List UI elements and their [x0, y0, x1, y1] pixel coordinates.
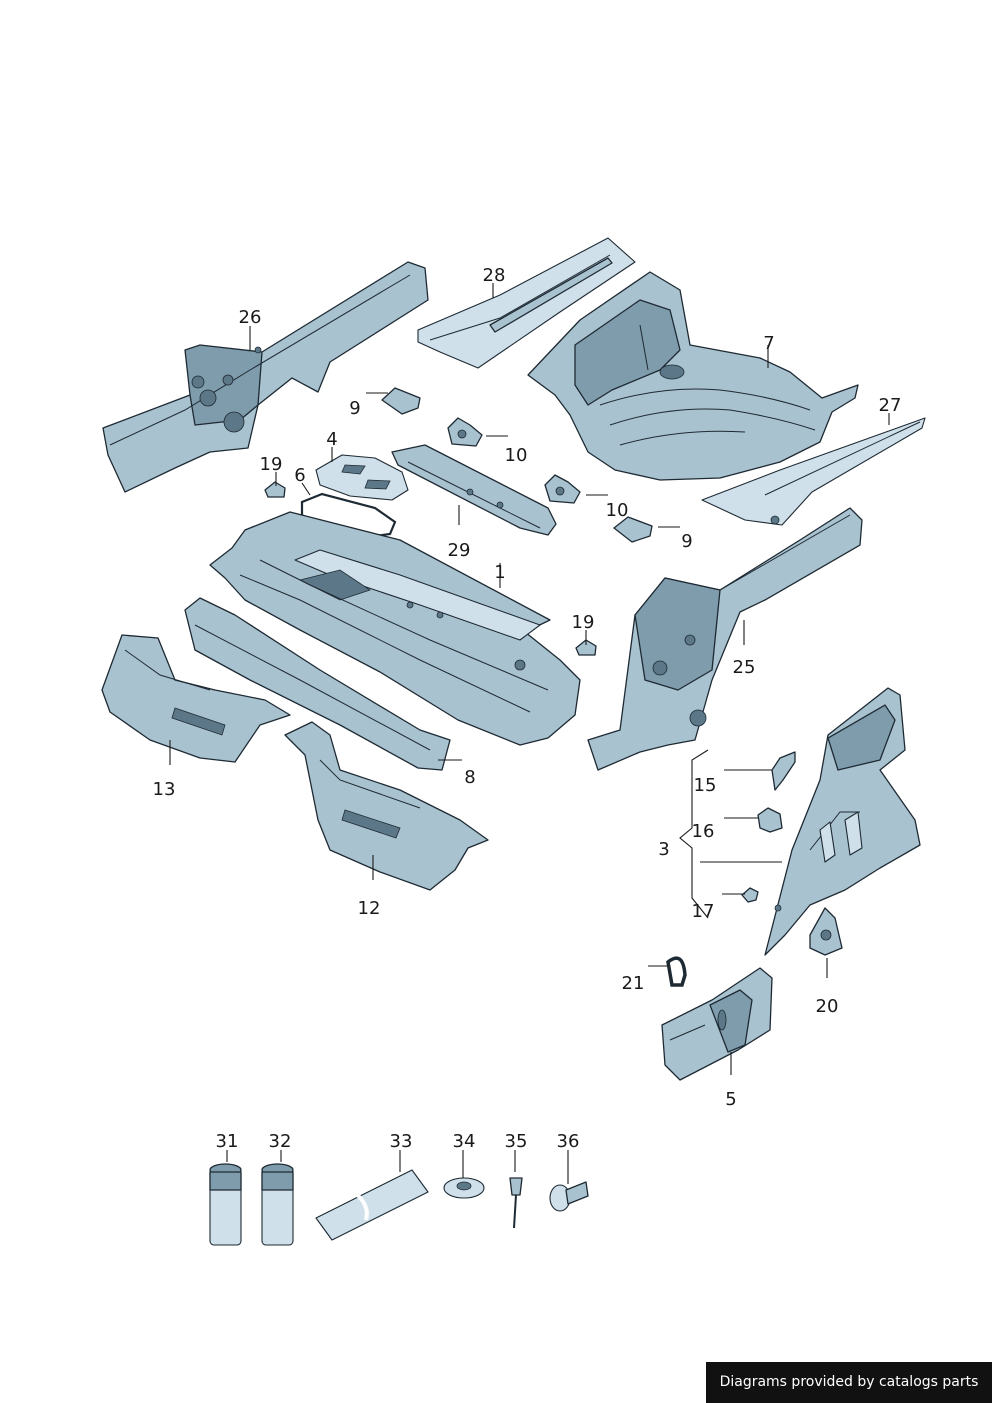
part-19-clip-left[interactable] [264, 481, 286, 498]
callout-19-right: 19 [572, 612, 595, 633]
part-5-rear-panel[interactable] [661, 967, 773, 1081]
callout-21: 21 [622, 973, 645, 994]
leader-lines [169, 283, 890, 1184]
part-31-can[interactable] [209, 1163, 242, 1246]
callout-27: 27 [879, 395, 902, 416]
callout-7: 7 [763, 333, 774, 354]
callout-33: 33 [390, 1131, 413, 1152]
callout-32: 32 [269, 1131, 292, 1152]
callout-6: 6 [294, 465, 305, 486]
callout-13: 13 [153, 779, 176, 800]
callout-31: 31 [216, 1131, 239, 1152]
part-29-cross-member[interactable] [391, 444, 557, 536]
part-9-bracket-lower[interactable] [613, 516, 653, 543]
part-15-bracket[interactable] [771, 751, 796, 791]
callout-25: 25 [733, 657, 756, 678]
callout-16: 16 [692, 821, 715, 842]
callout-4: 4 [326, 429, 337, 450]
callout-3: 3 [658, 839, 669, 860]
part-8-side-member[interactable] [184, 597, 451, 771]
callout-1: 1 [494, 562, 505, 583]
part-17-clip[interactable] [741, 887, 759, 903]
part-21-lashing-eye[interactable] [666, 956, 687, 987]
part-3-quarter-inner[interactable] [764, 687, 921, 956]
callout-26: 26 [239, 307, 262, 328]
callout-36: 36 [557, 1131, 580, 1152]
part-36-bolt[interactable] [549, 1181, 589, 1212]
callout-19-left: 19 [260, 454, 283, 475]
callout-labels: 26 28 7 27 9 10 10 9 4 6 19 29 1 19 25 8… [153, 265, 902, 1152]
part-28-left-rail-panel[interactable] [417, 237, 636, 369]
part-20-mount[interactable] [809, 907, 843, 956]
callout-9-lower: 9 [681, 531, 692, 552]
callout-12: 12 [358, 898, 381, 919]
callout-10-upper: 10 [505, 445, 528, 466]
part-9-bracket-upper[interactable] [381, 387, 421, 415]
part-26-left-rear-member[interactable] [102, 261, 429, 493]
part-12-right-sill[interactable] [284, 721, 489, 891]
callout-5: 5 [725, 1089, 736, 1110]
part-27-right-rail-panel[interactable] [701, 417, 926, 526]
callout-29: 29 [448, 540, 471, 561]
part-16-bracket[interactable] [757, 807, 783, 833]
part-13-left-sill[interactable] [101, 634, 291, 763]
callout-15: 15 [694, 775, 717, 796]
part-10-bracket-lower[interactable] [544, 474, 581, 504]
part-32-can[interactable] [261, 1163, 294, 1246]
part-7-spare-wheel-well[interactable] [527, 271, 859, 481]
callout-9-upper: 9 [349, 398, 360, 419]
part-19-clip-right[interactable] [575, 639, 597, 656]
part-35-stud[interactable] [509, 1177, 523, 1229]
callout-20: 20 [816, 996, 839, 1017]
part-10-bracket-upper[interactable] [447, 417, 483, 447]
callout-8: 8 [464, 767, 475, 788]
callout-34: 34 [453, 1131, 476, 1152]
part-4-cover-plate[interactable] [315, 454, 409, 501]
part-33-sheet[interactable] [315, 1169, 429, 1241]
callout-35: 35 [505, 1131, 528, 1152]
part-34-nut[interactable] [443, 1177, 485, 1199]
callout-28: 28 [483, 265, 506, 286]
callout-17: 17 [692, 901, 715, 922]
part-25-right-rear-member[interactable] [587, 507, 863, 771]
attribution-badge: Diagrams provided by catalogs parts [706, 1362, 992, 1403]
callout-10-lower: 10 [606, 500, 629, 521]
part-1-floor-pan[interactable] [209, 511, 581, 746]
